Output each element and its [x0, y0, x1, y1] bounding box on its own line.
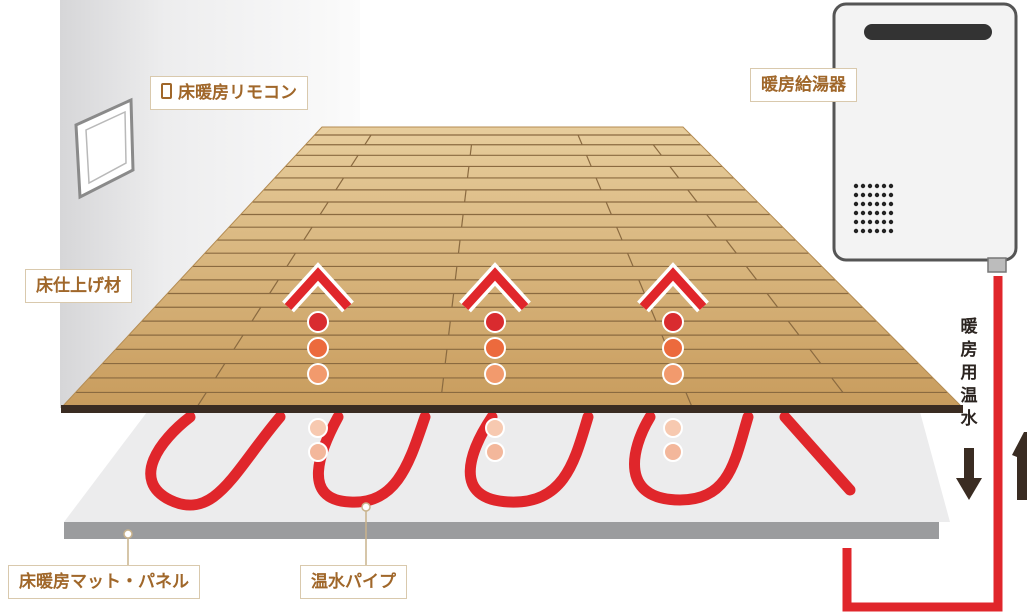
vent-hole — [853, 201, 859, 207]
vent-hole — [860, 183, 866, 189]
vent-hole — [860, 210, 866, 216]
heat-dots-lower — [308, 418, 683, 462]
flow-down-arrow-icon — [956, 448, 982, 500]
plank-joint — [441, 377, 445, 393]
flow-up-arrow-icon — [1012, 432, 1027, 500]
vent-hole — [867, 219, 873, 225]
vent-hole — [874, 219, 880, 225]
vent-hole — [853, 183, 859, 189]
vent-hole — [860, 228, 866, 234]
plank-joint — [745, 266, 758, 281]
vent-hole — [881, 210, 887, 216]
plank-joint — [787, 320, 800, 336]
plank-joint — [687, 189, 698, 203]
vent-hole — [888, 228, 894, 234]
boiler-unit — [832, 2, 1018, 273]
vent-hole — [867, 201, 873, 207]
plank-joint — [457, 240, 461, 254]
leader-lines — [123, 502, 371, 565]
vent-hole — [860, 219, 866, 225]
vent-hole — [881, 228, 887, 234]
vent-hole — [874, 210, 880, 216]
vent-hole — [867, 192, 873, 198]
vent-hole — [881, 192, 887, 198]
vent-hole — [867, 183, 873, 189]
plank-joint — [233, 334, 244, 350]
vent-hole — [874, 228, 880, 234]
plank-joint — [627, 252, 634, 267]
vent-hole — [888, 219, 894, 225]
vent-hole — [881, 183, 887, 189]
plank-joint — [350, 154, 359, 167]
heat-arrow-right — [637, 262, 709, 385]
plank-joint — [605, 201, 612, 215]
label-floor-heating-remote: 床暖房リモコン — [150, 76, 308, 110]
vent-hole — [888, 183, 894, 189]
plank-joint — [809, 348, 822, 364]
label-heating-mat: 床暖房マット・パネル — [8, 565, 200, 599]
supply-pipe — [842, 276, 1003, 612]
vent-hole — [888, 201, 894, 207]
vent-hole — [874, 192, 880, 198]
plank-joint — [831, 377, 844, 393]
plank-joint — [466, 166, 470, 179]
heat-arrow-left — [282, 262, 354, 385]
vent-hole — [874, 183, 880, 189]
vent-hole — [853, 219, 859, 225]
heat-arrow-center — [459, 262, 531, 385]
vent-hole — [867, 210, 873, 216]
plank-joint — [451, 293, 455, 308]
label-floor-finish: 床仕上げ材 — [25, 269, 132, 303]
plank-joint — [616, 226, 623, 241]
plank-joint — [286, 252, 296, 267]
vent-hole — [888, 210, 894, 216]
plank-joint — [364, 134, 372, 146]
vent-hole — [860, 192, 866, 198]
plank-joint — [196, 392, 207, 407]
plank-joint — [215, 363, 226, 379]
plank-joint — [586, 155, 592, 167]
label-remote-text: 床暖房リモコン — [178, 83, 297, 103]
plank-joint — [460, 214, 464, 228]
remote-mini-icon — [161, 83, 172, 99]
plank-joint — [638, 279, 646, 294]
wall-remote-icon — [74, 97, 135, 200]
plank-joint — [444, 349, 448, 364]
heating-mat — [64, 412, 950, 539]
vent-hole — [853, 210, 859, 216]
plank-joint — [652, 144, 662, 156]
plank-joint — [469, 144, 473, 156]
plank-joint — [669, 166, 680, 179]
plank-joint — [766, 293, 779, 308]
vent-hole — [888, 192, 894, 198]
label-heating-hot-water: 暖房用温水 — [960, 317, 978, 429]
vent-hole — [853, 192, 859, 198]
plank-joint — [448, 321, 451, 336]
vent-hole — [881, 201, 887, 207]
plank-joint — [269, 279, 279, 294]
label-boiler: 暖房給湯器 — [750, 68, 857, 102]
floor-finish — [60, 126, 964, 413]
vent-hole — [853, 228, 859, 234]
plank-joint — [577, 134, 583, 145]
vent-hole — [860, 201, 866, 207]
vent-hole — [867, 228, 873, 234]
plank-joint — [725, 239, 737, 254]
plank-joint — [335, 177, 345, 191]
vent-hole — [874, 201, 880, 207]
vent-hole — [881, 219, 887, 225]
label-hot-water-pipe: 温水パイプ — [300, 565, 407, 599]
plank-joint — [706, 214, 717, 228]
plank-joint — [685, 392, 693, 407]
plank-joint — [303, 226, 313, 241]
plank-joint — [251, 306, 262, 322]
plank-joint — [319, 201, 329, 215]
plank-joint — [454, 266, 458, 280]
plank-joint — [595, 177, 602, 191]
plank-joint — [464, 189, 467, 203]
